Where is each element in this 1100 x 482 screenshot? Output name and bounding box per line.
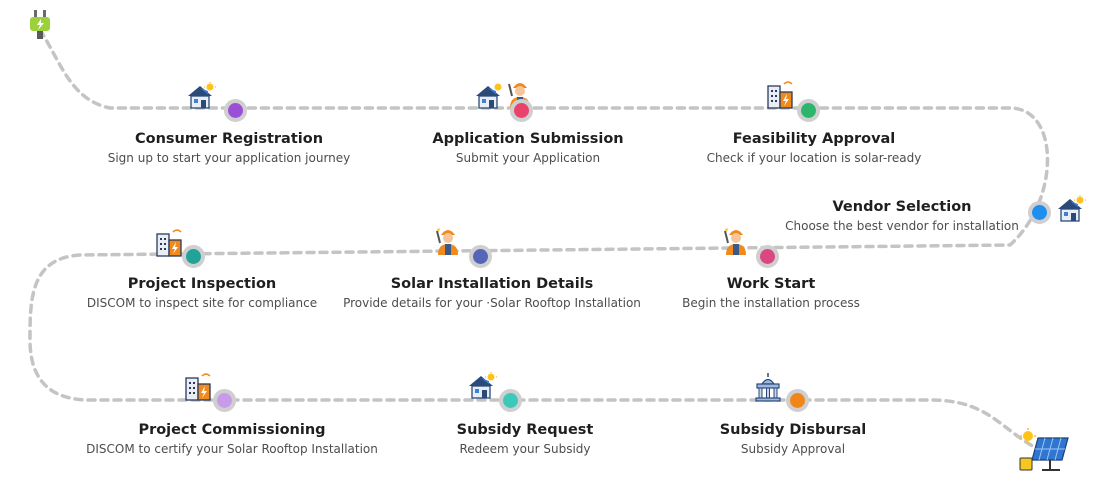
step-description: DISCOM to inspect site for compliance	[86, 296, 318, 310]
step-title: Vendor Selection	[832, 199, 972, 215]
step-description: Provide details for your ·Solar Rooftop …	[343, 296, 641, 310]
step-title: Feasibility Approval	[732, 131, 896, 147]
step-marker	[1028, 201, 1051, 224]
step-description: DISCOM to certify your Solar Rooftop Ins…	[86, 442, 378, 456]
step-marker	[499, 389, 522, 412]
step-title: Subsidy Request	[456, 422, 594, 438]
solar-panel-icon	[1018, 428, 1070, 478]
step-description: Redeem your Subsidy	[459, 442, 591, 456]
step-marker	[756, 245, 779, 268]
technician-icon	[722, 225, 750, 259]
step-description: Subsidy Approval	[740, 442, 846, 456]
discom-building-icon	[155, 228, 183, 262]
solar-house-icon	[186, 82, 218, 114]
solar-house-icon	[1056, 195, 1088, 227]
step-marker	[797, 99, 820, 122]
step-description: Submit your Application	[455, 151, 601, 165]
step-title: Application Submission	[432, 131, 624, 147]
technician-icon	[434, 225, 462, 259]
step-title: Consumer Registration	[134, 131, 324, 147]
discom-building-icon	[184, 372, 212, 406]
step-marker	[786, 389, 809, 412]
step-marker	[510, 99, 533, 122]
step-marker	[224, 99, 247, 122]
step-marker	[182, 245, 205, 268]
step-title: Subsidy Disbursal	[719, 422, 867, 438]
step-marker	[213, 389, 236, 412]
step-description: Sign up to start your application journe…	[107, 151, 351, 165]
step-marker	[469, 245, 492, 268]
step-description: Begin the installation process	[682, 296, 860, 310]
step-title: Work Start	[726, 276, 816, 292]
step-description: Check if your location is solar-ready	[706, 151, 922, 165]
plug-icon	[28, 10, 54, 48]
discom-building-icon	[766, 80, 794, 114]
step-title: Project Inspection	[127, 276, 277, 292]
government-building-icon	[754, 372, 782, 406]
step-description: Choose the best vendor for installation	[785, 219, 1019, 233]
step-title: Project Commissioning	[138, 422, 326, 438]
step-title: Solar Installation Details	[390, 276, 594, 292]
solar-house-icon	[467, 372, 499, 404]
